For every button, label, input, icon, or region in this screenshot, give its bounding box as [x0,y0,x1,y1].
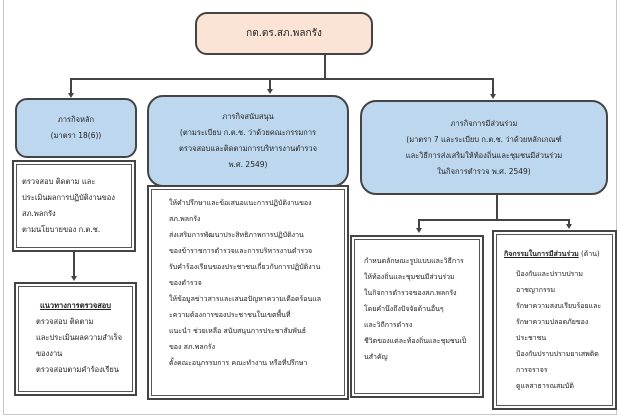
participation-details: กำหนดลักษณะรูปแบบและวิธีการ ให้ท้องถิ่นแ… [350,235,484,398]
connector [492,78,494,95]
list-item: รับคำร้องเรียนของประชาชนเกี่ยวกับการปฏิบ… [169,263,321,271]
main-mission-title: ภารกิจหลัก [57,115,95,124]
arrow-icon [566,224,572,229]
arrow-icon [68,93,74,98]
list-item: กำหนดลักษณะรูปแบบและวิธีการ [364,257,464,265]
guide-title: แนวทางการตรวจสอบ [39,301,112,310]
participation-title: ภารกิจการมีส่วนร่วม [450,118,518,128]
inspection-guidelines: แนวทางการตรวจสอบ ตรวจสอบ ติดตาม และประเม… [14,282,137,396]
connector [418,219,570,221]
arrow-icon [416,228,422,233]
connector [70,78,494,80]
list-item: ของข้าราชการตำรวจและการบริหารงานตำรวจ [169,247,313,255]
list-item: นสำคัญ [364,353,388,361]
support-subtitle: (ตามระเบียบ ก.ต.ช. ว่าด้วยคณะกรรมการ [179,128,317,137]
list-item: ป้องกันปราบปรามยาเสพติด [516,350,599,358]
activities-list: ป้องกันและปราบปราม อาชญากรรม รักษาความสง… [504,266,609,394]
list-item: รักษาความสงบเรียบร้อยและ [516,302,602,310]
list-item: ตั้งคณะอนุกรรมการ คณะทำงาน หรือที่ปรึกษา [169,359,308,367]
activities-heading: กิจกรรมในการมีส่วนร่วม (ด้าน) [504,246,609,262]
list-item: สภ.พลกรัง [22,209,56,218]
arrow-icon [267,89,273,94]
list-item: ะความต้องการของประชาชนในเขตพื้นที่ [169,311,291,319]
list-item: และวิถีการดำรง [364,321,413,329]
connector [496,195,498,220]
main-mission-subtitle: (มาตรา 18(6)) [50,131,102,140]
list-item: ตรวจสอบ ติดตาม [36,317,94,326]
connector [73,252,75,277]
participation-mission-node: ภารกิจการมีส่วนร่วม (มาตรา 7 และระเบียบ … [360,100,608,195]
list-item: สภ.พลกรัง [169,215,201,223]
list-item: การจราจร [516,366,548,374]
list-item: ป้องกันและปราบปราม [516,270,583,278]
list-item: ให้ท้องถิ่นและชุมชนมีส่วนร่วม [364,273,455,281]
top-node: กต.ตร.สภ.พลกรัง [195,12,373,55]
list-item: โดยคำนึงถึงปัจจัยด้านอื่นๆ [364,305,444,313]
participation-subtitle: ในกิจการตำรวจ พ.ศ. 2549) [437,166,531,176]
list-item: ดูแลสาธารณสมบัติ [516,382,574,390]
list-item: ในกิจการตำรวจของสภ.พลกรัง [364,289,457,297]
list-item: ตรวจสอบตามคำร้องเรียน [36,365,119,374]
list-item: ประเมินผลการปฏิบัติงานของ [22,193,115,202]
list-item: ให้คำปรึกษาและข้อเสนอแนะการปฏิบัติงานของ [169,199,312,207]
connector [324,55,326,78]
list-item: รักษาความปลอดภัยของ [516,318,589,326]
list-item: ของ สภ.พลกรัง [169,343,216,351]
support-mission-details: ให้คำปรึกษาและข้อเสนอแนะการปฏิบัติงานของ… [147,185,349,400]
connector [568,219,570,225]
list-item: อาชญากรรม [516,286,556,294]
connector [418,219,420,229]
support-subtitle: พ.ศ. 2549) [228,160,268,169]
participation-subtitle: (มาตรา 7 และระเบียบ ก.ต.ช. ว่าด้วยหลักเก… [406,134,562,144]
activities-title: กิจกรรมในการมีส่วนร่วม [504,250,579,258]
participation-activities: กิจกรรมในการมีส่วนร่วม (ด้าน) ป้องกันและ… [492,230,617,410]
page-border [3,0,617,415]
activities-suffix: (ด้าน) [578,250,600,258]
list-item: แนะนำ ช่วยเหลือ สนับสนุนการประชาสัมพันธ์ [169,327,306,335]
list-item: และประเมินผลความสำเร็จ [36,333,123,342]
list-item: ตรวจสอบ ติดตาม และ [22,177,96,186]
support-title: ภารกิจสนับสนุน [222,112,274,121]
arrow-icon [490,94,496,99]
list-item: ตามนโยบายของ ก.ต.ช. [22,225,101,234]
main-mission-node: ภารกิจหลัก (มาตรา 18(6)) [15,98,137,158]
list-item: ประชาชน [516,334,547,342]
list-item: ให้ข้อมูลข่าวสารและเสนอปัญหาความเดือดร้อ… [169,295,322,303]
connector [269,78,271,90]
arrow-icon [71,276,77,281]
top-node-title: กต.ตร.สภ.พลกรัง [246,28,322,39]
list-item: ของงาน [36,349,63,358]
main-mission-details: ตรวจสอบ ติดตาม และ ประเมินผลการปฏิบัติงา… [12,160,136,252]
support-mission-node: ภารกิจสนับสนุน (ตามระเบียบ ก.ต.ช. ว่าด้ว… [147,95,349,187]
participation-subtitle: และวิธีการส่งเสริมให้ท้องถิ่นและชุมชนมีส… [405,150,563,160]
list-item: ส่งเสริมการพัฒนาประสิทธิภาพการปฏิบัติงาน [169,231,304,239]
connector [70,78,72,94]
list-item: ของตำรวจ [169,279,202,287]
list-item: ชีวิตของแต่ละท้องถิ่นและชุมชนเป็ [364,337,467,345]
support-subtitle: ตรวจสอบและติดตามการบริหารงานตำรวจ [178,144,318,153]
